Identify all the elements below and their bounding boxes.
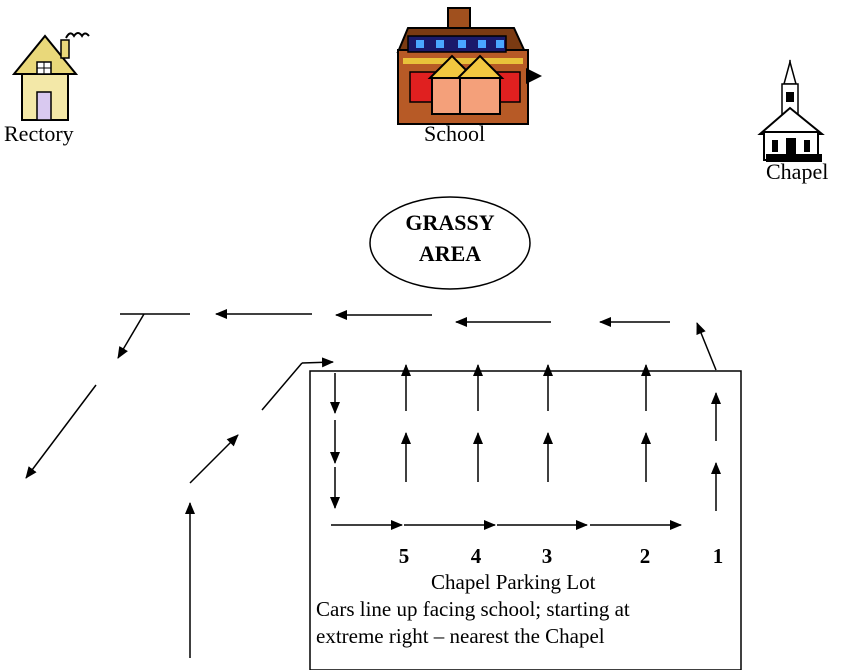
school-label: School: [424, 121, 486, 146]
chapel-icon: [757, 59, 825, 162]
grassy-area-line1: GRASSY: [405, 210, 495, 235]
row-number-3: 3: [541, 544, 553, 568]
entry-route-arrows: [185, 357, 334, 658]
grassy-area-label: GRASSY AREA: [370, 207, 530, 269]
parking-lot-outline: [309, 370, 742, 670]
row-number-1: 1: [712, 544, 724, 568]
grassy-area-ellipse: [369, 196, 531, 290]
rectory-icon: [11, 32, 90, 121]
row-number-2: 2: [639, 544, 651, 568]
school-icon: [396, 7, 542, 125]
exit-route-arrows: [25, 309, 717, 479]
lot-instruction-line1: Cars line up facing school; starting at: [316, 597, 630, 621]
rectory-label: Rectory: [4, 121, 74, 146]
lot-instruction-line2: extreme right – nearest the Chapel: [316, 624, 605, 648]
grassy-area-line2: AREA: [418, 241, 482, 266]
row-number-4: 4: [470, 544, 482, 568]
row-number-5: 5: [398, 544, 410, 568]
lot-flow-arrows: [330, 364, 721, 530]
chapel-label: Chapel: [766, 159, 829, 184]
lot-title: Chapel Parking Lot: [431, 570, 596, 594]
